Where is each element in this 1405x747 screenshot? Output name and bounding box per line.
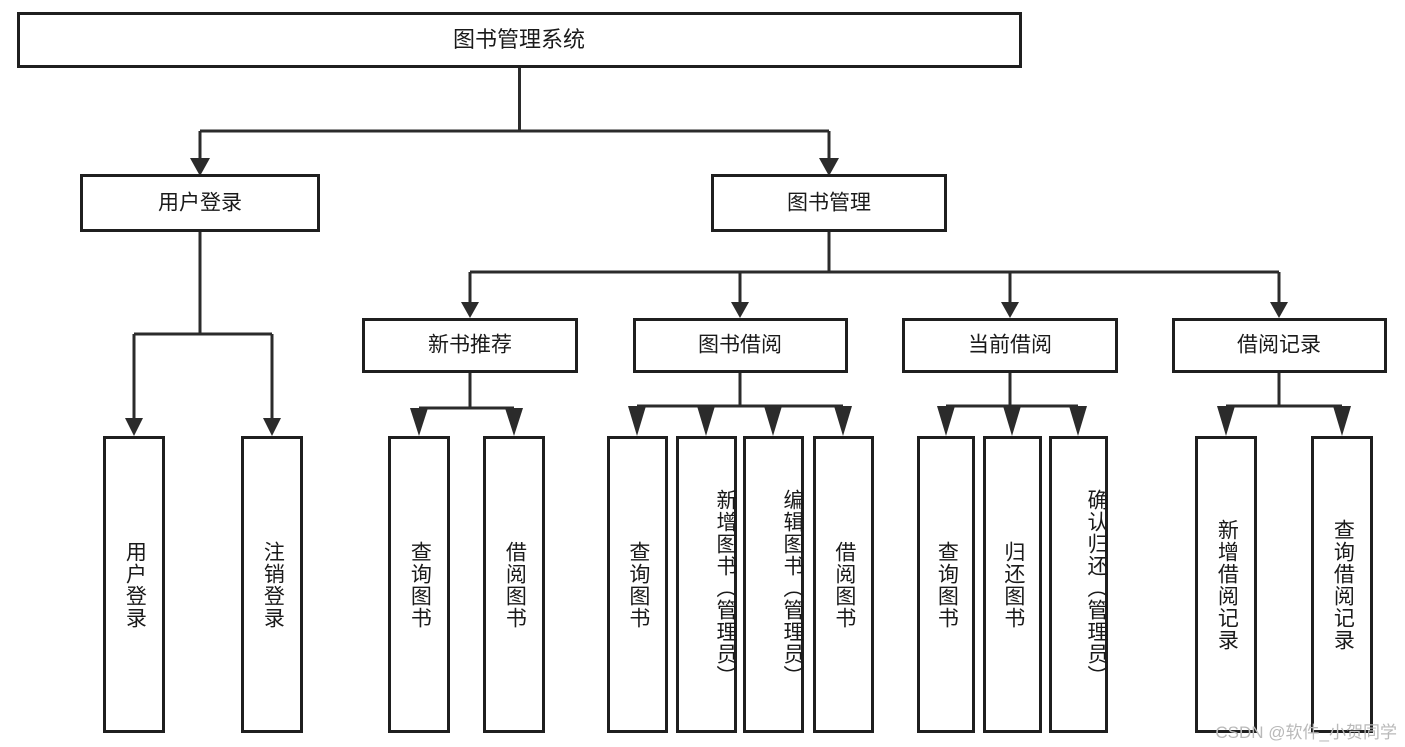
leaf-borrow-book-recommend-rect[interactable] <box>483 436 545 733</box>
arrow-head-leaf-borrow-book <box>834 406 852 436</box>
arrow-head-leaf-add-borrow-record <box>1217 406 1235 436</box>
arrow-head-leaf-edit-book-admin <box>764 406 782 436</box>
node-new-book-recommend-rect[interactable] <box>362 318 578 373</box>
arrow-head-leaf-return-book <box>1003 406 1021 436</box>
node-current-borrow-label: 当前借阅 <box>968 334 1052 357</box>
connector-group-root <box>190 68 839 176</box>
arrow-head-leaf-add-book-admin <box>697 406 715 436</box>
arrow-head-leaf-query-book-current <box>937 406 955 436</box>
node-new-book-recommend[interactable]: 新书推荐 <box>362 318 578 373</box>
connector-group-book-manage <box>461 232 1288 318</box>
leaf-edit-book-admin-rect[interactable] <box>743 436 804 733</box>
leaf-query-borrow-record-rect[interactable] <box>1311 436 1373 733</box>
arrow-head-leaf-query-book-recommend <box>410 408 428 436</box>
arrow-head-current-borrow <box>1001 302 1019 318</box>
arrow-head-user-login <box>190 158 210 176</box>
connector-group-new-book-recommend <box>410 373 523 436</box>
leaf-borrow-book-rect[interactable] <box>813 436 874 733</box>
leaf-query-book-borrow-rect[interactable] <box>607 436 668 733</box>
node-borrow-records-label: 借阅记录 <box>1237 334 1321 357</box>
node-root[interactable]: 图书管理系统 <box>17 12 1022 68</box>
arrow-head-leaf-user-login <box>125 418 143 436</box>
node-book-manage-label: 图书管理 <box>787 192 871 215</box>
arrow-head-leaf-confirm-return-admin <box>1069 406 1087 436</box>
arrow-head-book-manage <box>819 158 839 176</box>
leaf-boxes-group <box>103 436 1373 733</box>
arrow-head-book-borrow <box>731 302 749 318</box>
connector-group-current-borrow <box>937 373 1087 436</box>
node-book-manage[interactable]: 图书管理 <box>711 174 947 232</box>
node-user-login-label: 用户登录 <box>158 192 242 215</box>
node-root-label: 图书管理系统 <box>453 27 585 52</box>
leaf-return-book-rect[interactable] <box>983 436 1042 733</box>
leaf-query-book-recommend-rect[interactable] <box>388 436 450 733</box>
connector-group-book-borrow <box>628 373 852 436</box>
connector-group-user-login <box>125 232 281 436</box>
csdn-watermark: CSDN @软件_小贺同学 <box>1215 723 1397 742</box>
node-current-borrow[interactable]: 当前借阅 <box>902 318 1118 373</box>
node-book-borrow-rect[interactable] <box>633 318 848 373</box>
leaf-query-book-current-rect[interactable] <box>917 436 975 733</box>
node-borrow-records[interactable]: 借阅记录 <box>1172 318 1387 373</box>
arrow-head-leaf-borrow-book-recommend <box>505 408 523 436</box>
arrow-head-leaf-query-borrow-record <box>1333 406 1351 436</box>
node-book-borrow-label: 图书借阅 <box>698 334 782 357</box>
node-root-rect[interactable] <box>17 12 1022 68</box>
node-book-borrow[interactable]: 图书借阅 <box>633 318 848 373</box>
arrow-head-borrow-records <box>1270 302 1288 318</box>
leaf-add-book-admin-rect[interactable] <box>676 436 737 733</box>
connector-group-borrow-records <box>1217 373 1351 436</box>
node-user-login-rect[interactable] <box>80 174 320 232</box>
leaf-confirm-return-admin-rect[interactable] <box>1049 436 1108 733</box>
leaf-user-login-rect[interactable] <box>103 436 165 733</box>
leaf-logout-rect[interactable] <box>241 436 303 733</box>
arrow-head-leaf-logout <box>263 418 281 436</box>
node-borrow-records-rect[interactable] <box>1172 318 1387 373</box>
arrow-head-new-book-recommend <box>461 302 479 318</box>
node-new-book-recommend-label: 新书推荐 <box>428 334 512 357</box>
leaf-add-borrow-record-rect[interactable] <box>1195 436 1257 733</box>
node-book-manage-rect[interactable] <box>711 174 947 232</box>
node-current-borrow-rect[interactable] <box>902 318 1118 373</box>
node-user-login[interactable]: 用户登录 <box>80 174 320 232</box>
arrow-head-leaf-query-book-borrow <box>628 406 646 436</box>
